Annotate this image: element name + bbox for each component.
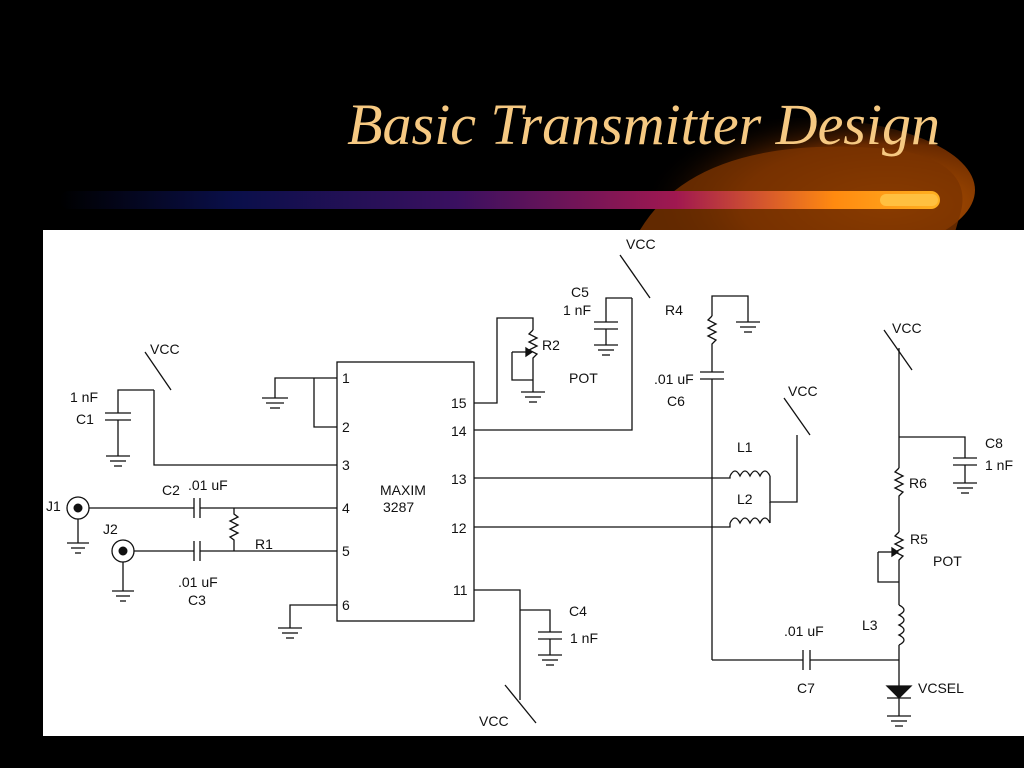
l1-label: L1 bbox=[737, 439, 753, 455]
vcc-label-c4: VCC bbox=[479, 713, 509, 729]
pin-14-label: 14 bbox=[451, 423, 467, 439]
vcc-label-c5: VCC bbox=[626, 236, 656, 252]
r1-label: R1 bbox=[255, 536, 273, 552]
pin-3-label: 3 bbox=[342, 457, 350, 473]
l3-label: L3 bbox=[862, 617, 878, 633]
ic-name-label: MAXIM bbox=[380, 482, 426, 498]
vcc-label-right: VCC bbox=[892, 320, 922, 336]
vcc-label-c1: VCC bbox=[150, 341, 180, 357]
r5-label: R5 bbox=[910, 531, 928, 547]
ic-part-label: 3287 bbox=[383, 499, 414, 515]
c4-value-label: 1 nF bbox=[570, 630, 598, 646]
c1-value-label: 1 nF bbox=[70, 389, 98, 405]
r2-pot-label: POT bbox=[569, 370, 598, 386]
r2-label: R2 bbox=[542, 337, 560, 353]
l2-label: L2 bbox=[737, 491, 753, 507]
c7-name-label: C7 bbox=[797, 680, 815, 696]
pin-12-label: 12 bbox=[451, 520, 467, 536]
r6-label: R6 bbox=[909, 475, 927, 491]
c3-name-label: C3 bbox=[188, 592, 206, 608]
pin-15-label: 15 bbox=[451, 395, 467, 411]
c8-value-label: 1 nF bbox=[985, 457, 1013, 473]
vcsel-label: VCSEL bbox=[918, 680, 964, 696]
c5-value-label: 1 nF bbox=[563, 302, 591, 318]
c4-name-label: C4 bbox=[569, 603, 587, 619]
c1-name-label: C1 bbox=[76, 411, 94, 427]
vcc-label-l: VCC bbox=[788, 383, 818, 399]
pin-4-label: 4 bbox=[342, 500, 350, 516]
c2-name-label: C2 bbox=[162, 482, 180, 498]
c6-name-label: C6 bbox=[667, 393, 685, 409]
j1-label: J1 bbox=[46, 498, 61, 514]
c2-value-label: .01 uF bbox=[188, 477, 228, 493]
c5-name-label: C5 bbox=[571, 284, 589, 300]
pin-11-label: 11 bbox=[453, 582, 468, 598]
r4-label: R4 bbox=[665, 302, 683, 318]
pin-13-label: 13 bbox=[451, 471, 467, 487]
j2-label: J2 bbox=[103, 521, 118, 537]
pin-1-label: 1 bbox=[342, 370, 350, 386]
pin-5-label: 5 bbox=[342, 543, 350, 559]
c8-name-label: C8 bbox=[985, 435, 1003, 451]
slide-title: Basic Transmitter Design bbox=[347, 92, 940, 157]
c3-value-label: .01 uF bbox=[178, 574, 218, 590]
pin-6-label: 6 bbox=[342, 597, 350, 613]
pin-2-label: 2 bbox=[342, 419, 350, 435]
c7-value-label: .01 uF bbox=[784, 623, 824, 639]
c6-value-label: .01 uF bbox=[654, 371, 694, 387]
transmitter-schematic: MAXIM 3287 1 2 3 4 5 6 15 14 13 12 11 VC… bbox=[43, 230, 1024, 736]
r5-pot-label: POT bbox=[933, 553, 962, 569]
